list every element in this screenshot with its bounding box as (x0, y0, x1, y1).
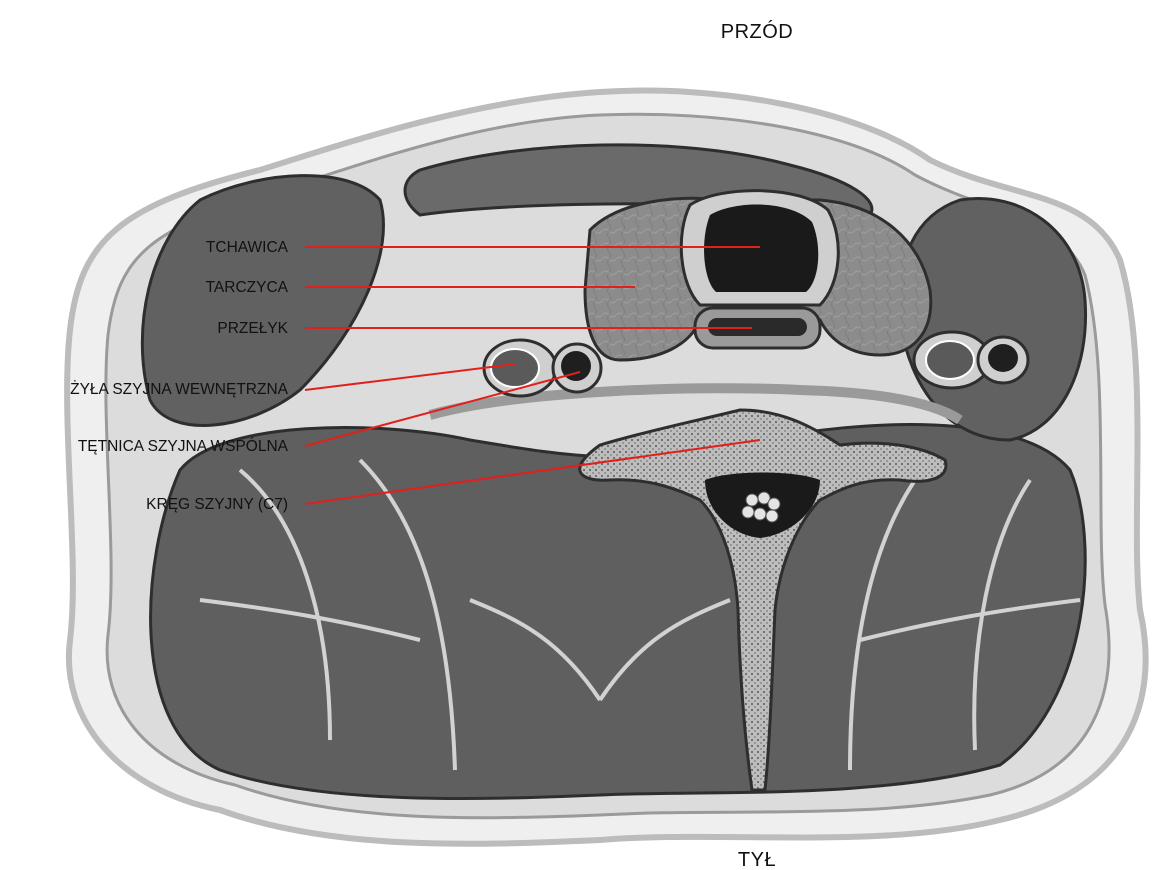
label-esophagus: PRZEŁYK (217, 320, 288, 337)
orientation-front: PRZÓD (721, 20, 794, 43)
label-carotid-artery: TĘTNICA SZYJNA WSPÓLNA (78, 438, 289, 455)
label-vertebra: KRĘG SZYJNY (C7) (146, 496, 288, 513)
left-neurovascular-bundle (484, 340, 601, 396)
label-jugular-vein: ŻYŁA SZYJNA WEWNĘTRZNA (70, 380, 289, 398)
orientation-back: TYŁ (738, 849, 776, 870)
label-thyroid: TARCZYCA (206, 279, 289, 296)
label-trachea: TCHAWICA (206, 239, 289, 256)
right-neurovascular-bundle (914, 332, 1028, 388)
